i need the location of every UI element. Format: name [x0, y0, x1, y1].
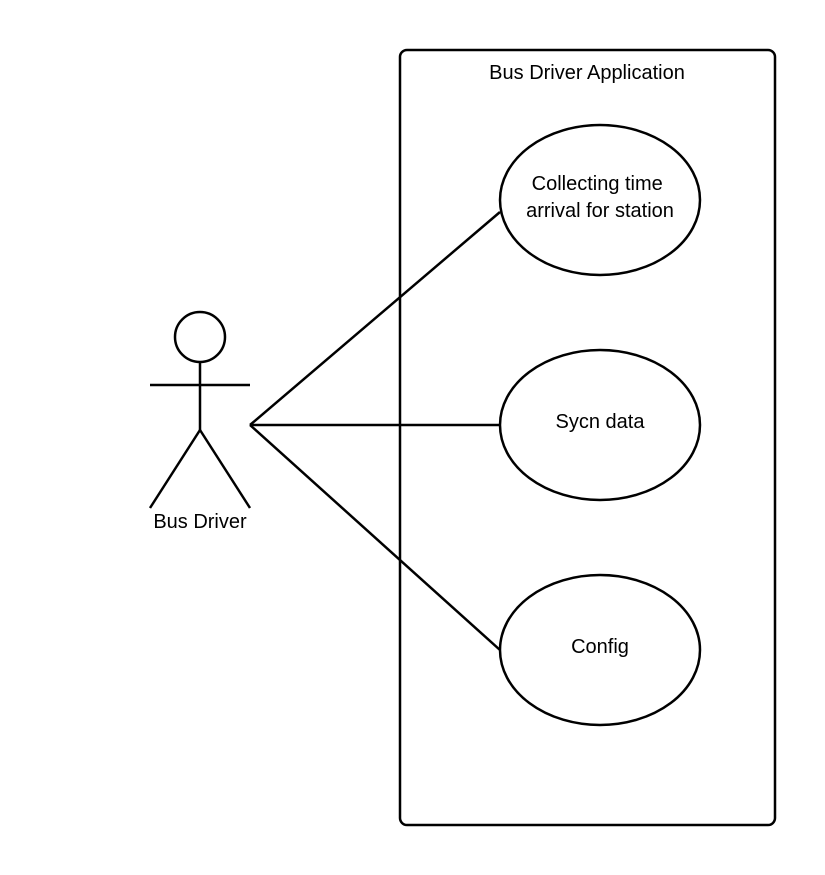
- use-case-label-line: arrival for station: [526, 200, 674, 222]
- actor-right-leg: [198, 429, 252, 509]
- use-case-ellipse: [498, 348, 702, 502]
- use-case-label: Collecting time arrival for station: [526, 173, 674, 222]
- system-title: Bus Driver Application: [489, 62, 685, 84]
- system-boundary: Bus Driver Application: [398, 48, 777, 827]
- associations: [249, 211, 501, 651]
- use-case-ellipse: [498, 573, 702, 727]
- use-case-label: Sycn data: [556, 411, 646, 433]
- actor-left-leg: [148, 429, 202, 509]
- use-case-sync-data: Sycn data: [498, 348, 702, 502]
- use-case-config: Config: [498, 573, 702, 727]
- association-line-config: [249, 424, 501, 651]
- actor-head: [173, 310, 227, 364]
- use-case-label-line: Collecting time: [532, 173, 663, 195]
- actor-label: Bus Driver: [153, 511, 247, 533]
- actor-bus-driver: Bus Driver: [148, 310, 252, 533]
- use-case-ellipse: [498, 123, 702, 277]
- use-case-label: Config: [571, 636, 629, 658]
- use-case-collecting-time: Collecting time arrival for station: [498, 123, 702, 277]
- system-boundary-box: [398, 48, 777, 827]
- association-line-collecting-time: [249, 211, 501, 426]
